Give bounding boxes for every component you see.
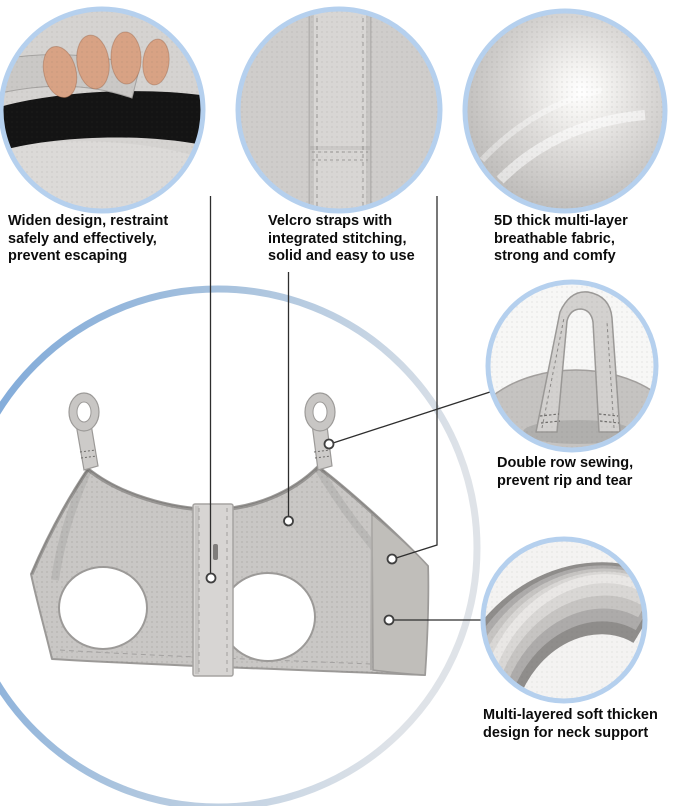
caption-breathable-fabric: 5D thick multi-layer breathable fabric, …: [494, 213, 676, 266]
callout-sewing-photo: [485, 279, 659, 453]
caption-line: design for neck support: [483, 724, 649, 741]
marker-dot: [205, 572, 217, 584]
center-velcro-strap: [192, 503, 234, 677]
marker-dot: [386, 553, 398, 565]
caption-line: breathable fabric,: [494, 230, 615, 247]
caption-line: integrated stitching,: [268, 230, 407, 247]
caption-line: Velcro straps with: [268, 213, 393, 229]
caption-line: 5D thick multi-layer: [494, 213, 628, 229]
caption-line: strong and comfy: [494, 248, 616, 264]
caption-double-row-sewing: Double row sewing, prevent rip and tear: [497, 455, 673, 490]
main-product-photo: [30, 392, 430, 677]
caption-neck-support: Multi-layered soft thicken design for ne…: [483, 707, 679, 742]
connector-sewing: [332, 391, 491, 444]
caption-line: Double row sewing,: [497, 455, 634, 471]
connector-lines: [209, 196, 491, 621]
right-flap: [371, 512, 429, 675]
caption-line: prevent rip and tear: [497, 472, 633, 489]
caption-velcro-straps: Velcro straps with integrated stitching,…: [268, 213, 463, 266]
caption-widen-design: Widen design, restraint safely and effec…: [8, 213, 218, 266]
left-leg-hole: [58, 566, 148, 650]
connector-fabric: [395, 196, 438, 559]
big-circle-ring: [0, 285, 481, 806]
caption-line: Multi-layered soft thicken: [483, 707, 658, 723]
marker-dot: [283, 515, 294, 527]
marker-dot: [383, 614, 395, 626]
caption-line: safely and effectively,: [8, 230, 157, 247]
callout-neck-photo: [480, 536, 648, 704]
marker-dot: [323, 438, 335, 450]
callout-fabric-photo: [462, 8, 668, 214]
caption-line: solid and easy to use: [268, 248, 415, 264]
left-hanging-strap: [68, 392, 100, 471]
marker-dots: [205, 438, 398, 626]
caption-line: prevent escaping: [8, 248, 128, 264]
caption-line: Widen design, restraint: [8, 213, 169, 229]
callout-widen-photo: [0, 6, 206, 214]
right-leg-hole: [220, 572, 316, 662]
right-hanging-strap: [304, 392, 336, 471]
callout-velcro-photo: [235, 6, 443, 214]
